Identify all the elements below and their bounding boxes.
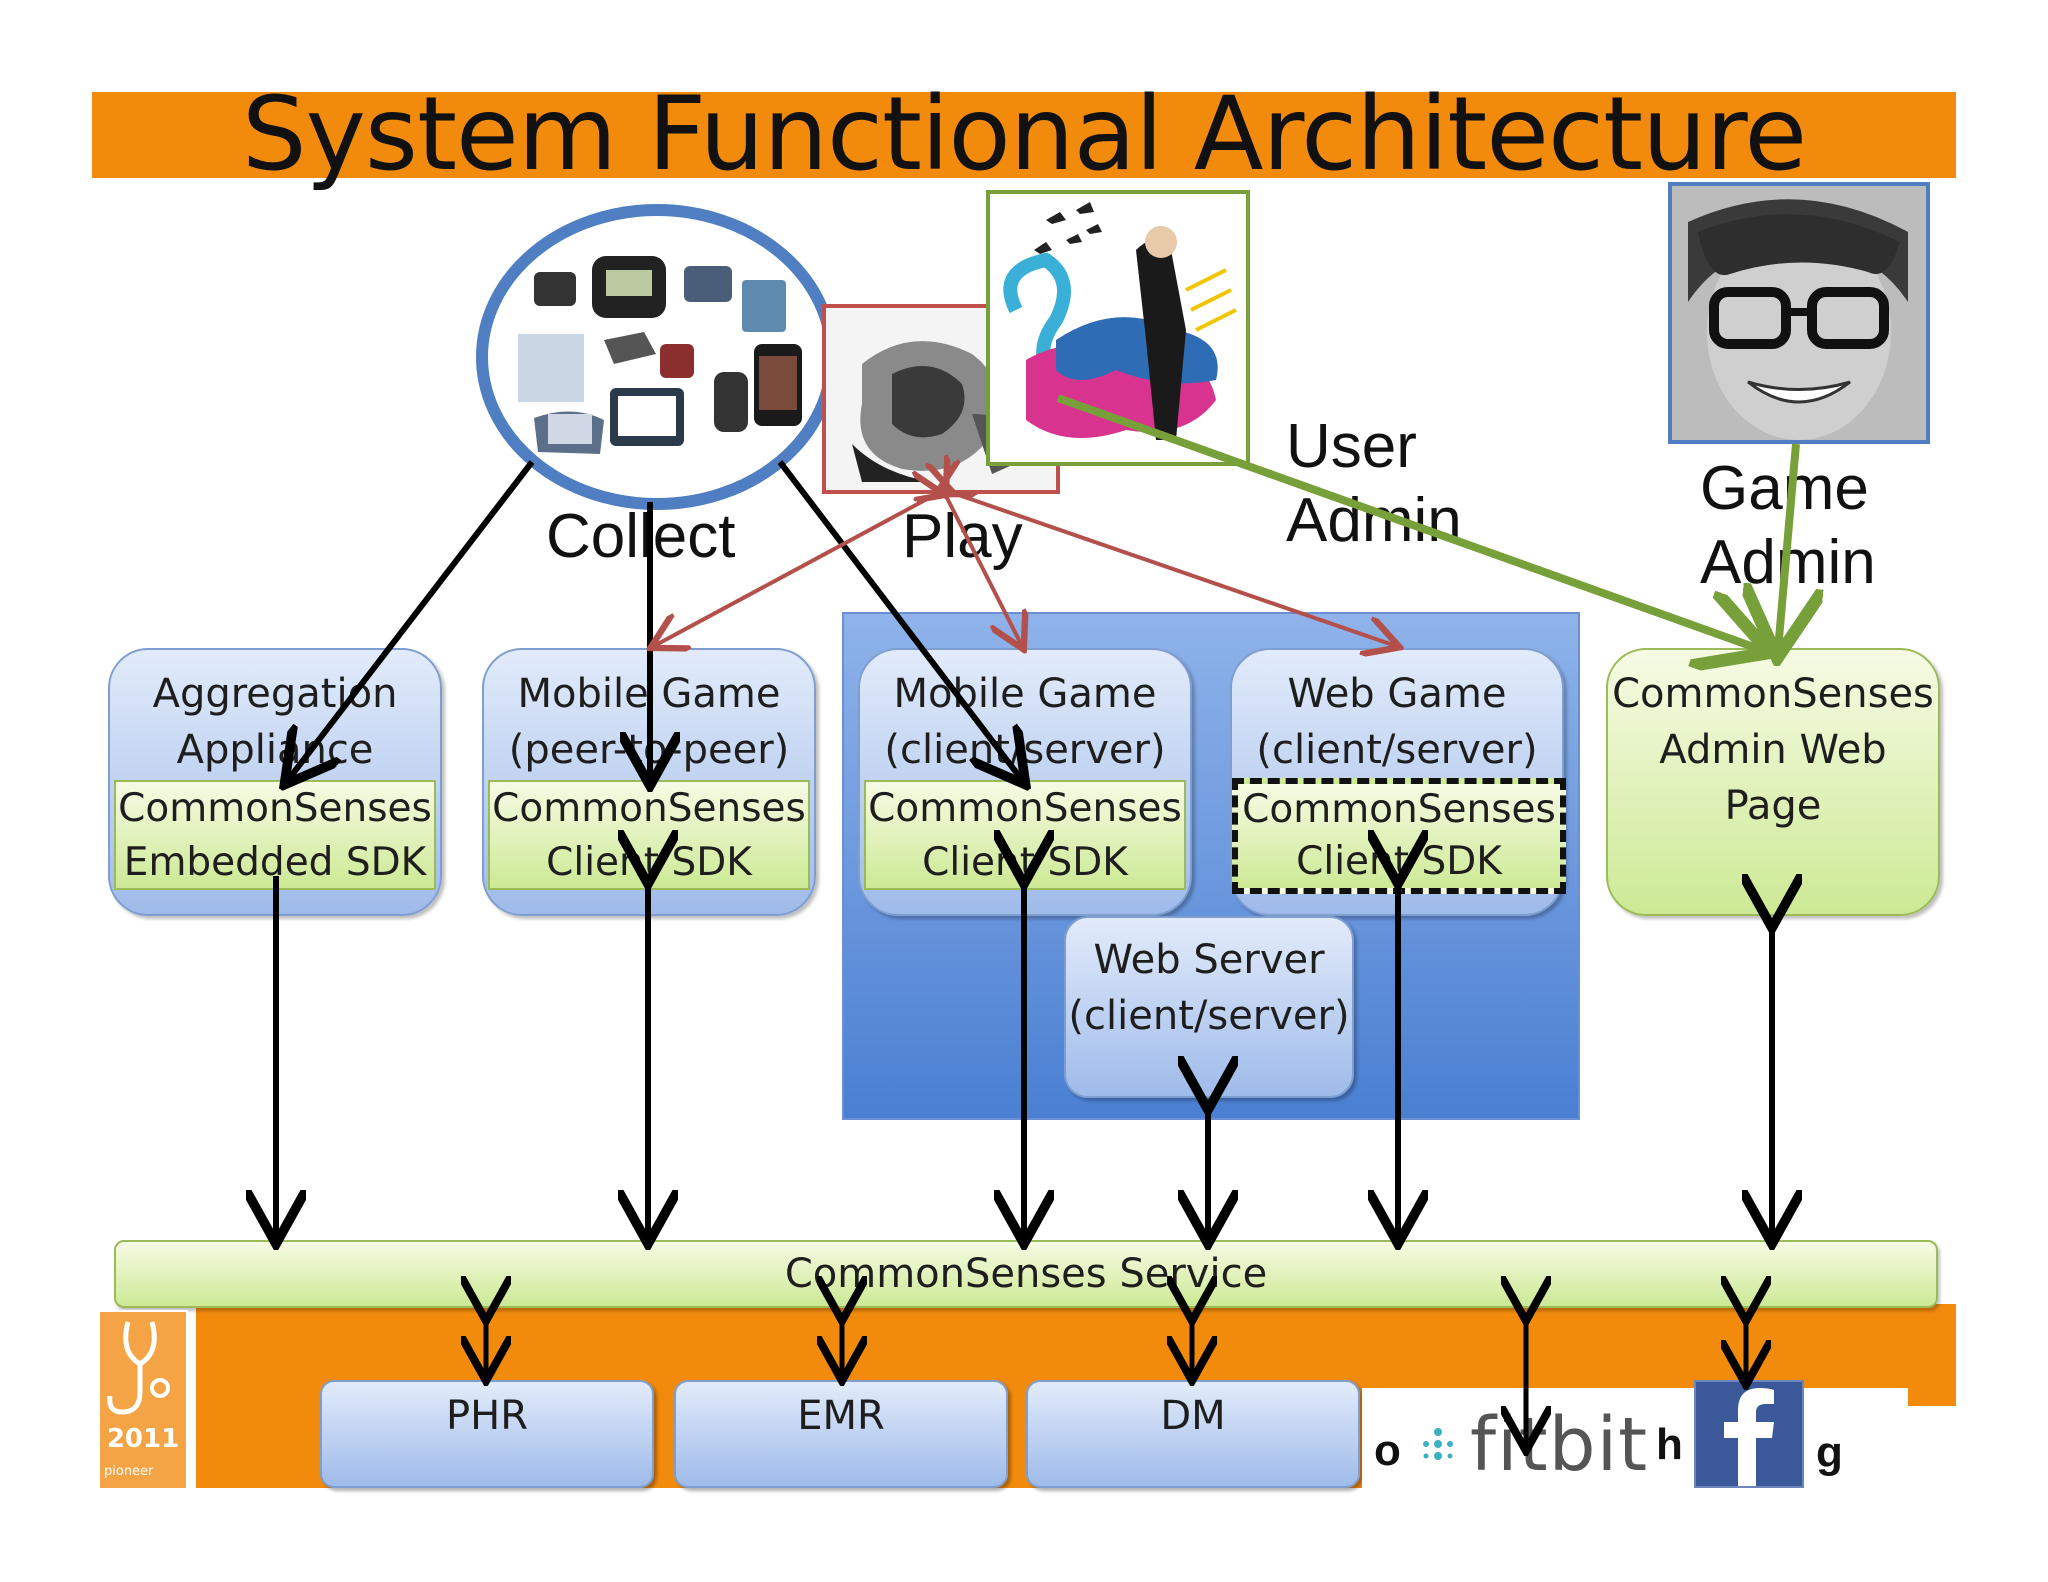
fitbit-logo: fitbit xyxy=(1470,1402,1649,1488)
embedded-sdk-line1: CommonSenses xyxy=(118,786,432,831)
fitbit-dots-icon xyxy=(1423,1428,1453,1460)
web-server-line2: (client/server) xyxy=(1068,993,1350,1039)
web-game-box: Web Game (client/server) CommonSenses Cl… xyxy=(1230,648,1566,916)
conference-logo: 2011 pioneer xyxy=(98,1310,188,1490)
partner-char-left: o xyxy=(1374,1426,1401,1475)
monitor-icon xyxy=(742,280,786,332)
aggregation-appliance-box: Aggregation Appliance CommonSenses Embed… xyxy=(108,648,442,916)
collect-arrow-aggregation xyxy=(288,460,535,780)
game-admin-arrow xyxy=(1778,443,1796,650)
admin-web-line1: CommonSenses xyxy=(1612,671,1934,717)
game-admin-picture xyxy=(1668,182,1930,444)
user-admin-arrow xyxy=(1056,394,1762,650)
watch-icon xyxy=(714,372,748,432)
logo-year: 2011 xyxy=(106,1424,180,1454)
web-game-line2: (client/server) xyxy=(1256,727,1538,773)
game-admin-label-1: Game xyxy=(1700,454,1869,523)
collect-arrow-cs xyxy=(777,460,1022,780)
admin-web-line2: Admin Web xyxy=(1659,727,1887,773)
emr-box: EMR xyxy=(674,1380,1008,1488)
client-sdk-web-line1: CommonSenses xyxy=(1242,787,1556,832)
commonsenses-service: CommonSenses Service xyxy=(114,1240,1938,1308)
partner-char-mid: h xyxy=(1656,1420,1683,1469)
client-sdk-p2p-line1: CommonSenses xyxy=(492,786,806,831)
title-bar xyxy=(92,92,1956,178)
embedded-sdk: CommonSenses Embedded SDK xyxy=(114,780,436,890)
page-title: System Functional Architecture xyxy=(241,75,1807,194)
admin-web-page-box: CommonSenses Admin Web Page xyxy=(1606,648,1940,916)
user-admin-picture xyxy=(986,190,1250,466)
device-icon xyxy=(534,272,576,306)
play-arrow-web xyxy=(950,492,1396,646)
web-server-line1: Web Server xyxy=(1093,937,1325,983)
scale-icon xyxy=(518,334,584,402)
oximeter-icon xyxy=(660,344,694,378)
logo-brand: pioneer xyxy=(104,1464,154,1479)
play-arrow-p2p xyxy=(654,492,940,646)
strap-icon xyxy=(604,332,656,364)
admin-web-line3: Page xyxy=(1724,783,1822,829)
mobile-cs-line1: Mobile Game xyxy=(893,671,1157,717)
dm-box: DM xyxy=(1026,1380,1360,1488)
play-arrow-cs xyxy=(944,492,1022,646)
partner-logos-area xyxy=(1362,1388,1908,1490)
meter-icon xyxy=(684,266,732,302)
devices-circle xyxy=(476,204,838,510)
partner-char-right: g xyxy=(1816,1428,1843,1477)
web-game-line1: Web Game xyxy=(1287,671,1507,717)
client-sdk-cs-line1: CommonSenses xyxy=(868,786,1182,831)
